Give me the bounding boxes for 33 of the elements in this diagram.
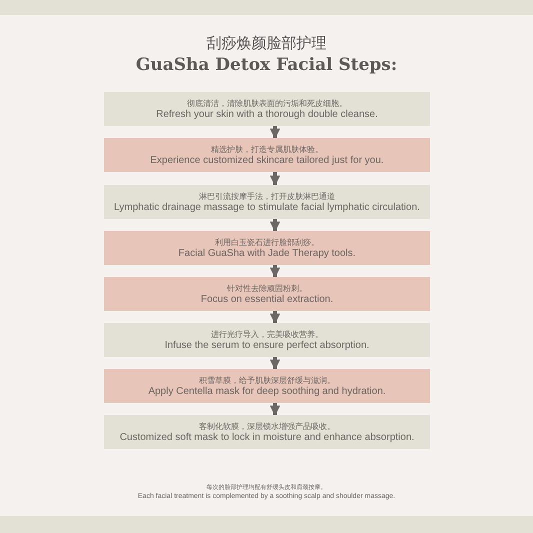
step-box <box>104 369 430 403</box>
step-text-chinese: 利用白玉瓷石进行脸部刮痧。 <box>215 236 319 248</box>
step-text-english: Customized soft mask to lock in moisture and enhance absorption. <box>120 432 414 444</box>
step-text-chinese: 积雪草膜，给予肌肤深层舒缓与滋润。 <box>199 374 335 386</box>
step-text-english: Facial GuaSha with Jade Therapy tools. <box>178 248 356 260</box>
step-box <box>104 138 430 172</box>
step-text-chinese: 针对性去除顽固粉刺。 <box>227 282 307 294</box>
arrow <box>270 172 280 186</box>
step-text-english: Experience customized skincare tailored just for you. <box>150 154 384 166</box>
arrow <box>270 357 280 370</box>
arrow <box>270 219 280 232</box>
step-box <box>104 277 430 311</box>
step-box <box>104 185 430 219</box>
step-text-english: Apply Centella mask for deep soothing and hydration. <box>148 386 386 398</box>
step-text-chinese: 客制化软膜，深层锁水增强产品吸收。 <box>199 420 335 432</box>
arrow <box>270 403 280 416</box>
step-text-english: Infuse the serum to ensure perfect absorption. <box>164 340 370 352</box>
step-text-chinese: 精选护肤，打造专属肌肤体验。 <box>211 144 323 154</box>
arrow <box>270 126 280 140</box>
arrow <box>270 311 280 324</box>
step-box <box>104 92 430 126</box>
step-text-chinese: 淋巴引流按摩手法，打开皮肤淋巴通道 <box>199 190 335 202</box>
step-text-english: Focus on essential extraction. <box>200 294 334 306</box>
step-text-chinese: 彻底清洁，清除肌肤表面的污垢和死皮细胞。 <box>187 98 347 108</box>
step-text-english: Lymphatic drainage massage to stimulate facial lymphatic circulation. <box>114 202 420 214</box>
step-box <box>104 231 430 265</box>
step-box <box>104 323 430 357</box>
step-text-chinese: 进行光疗导入，完美吸收营养。 <box>211 328 323 340</box>
step-box <box>104 415 430 449</box>
title: 刮痧焕颜脸部护理 <box>206 35 326 52</box>
step-text-english: Refresh your skin with a thorough double cleanse. <box>156 108 378 120</box>
subtitle: GuaSha Detox Facial Steps: <box>136 55 398 75</box>
arrow <box>270 265 280 278</box>
